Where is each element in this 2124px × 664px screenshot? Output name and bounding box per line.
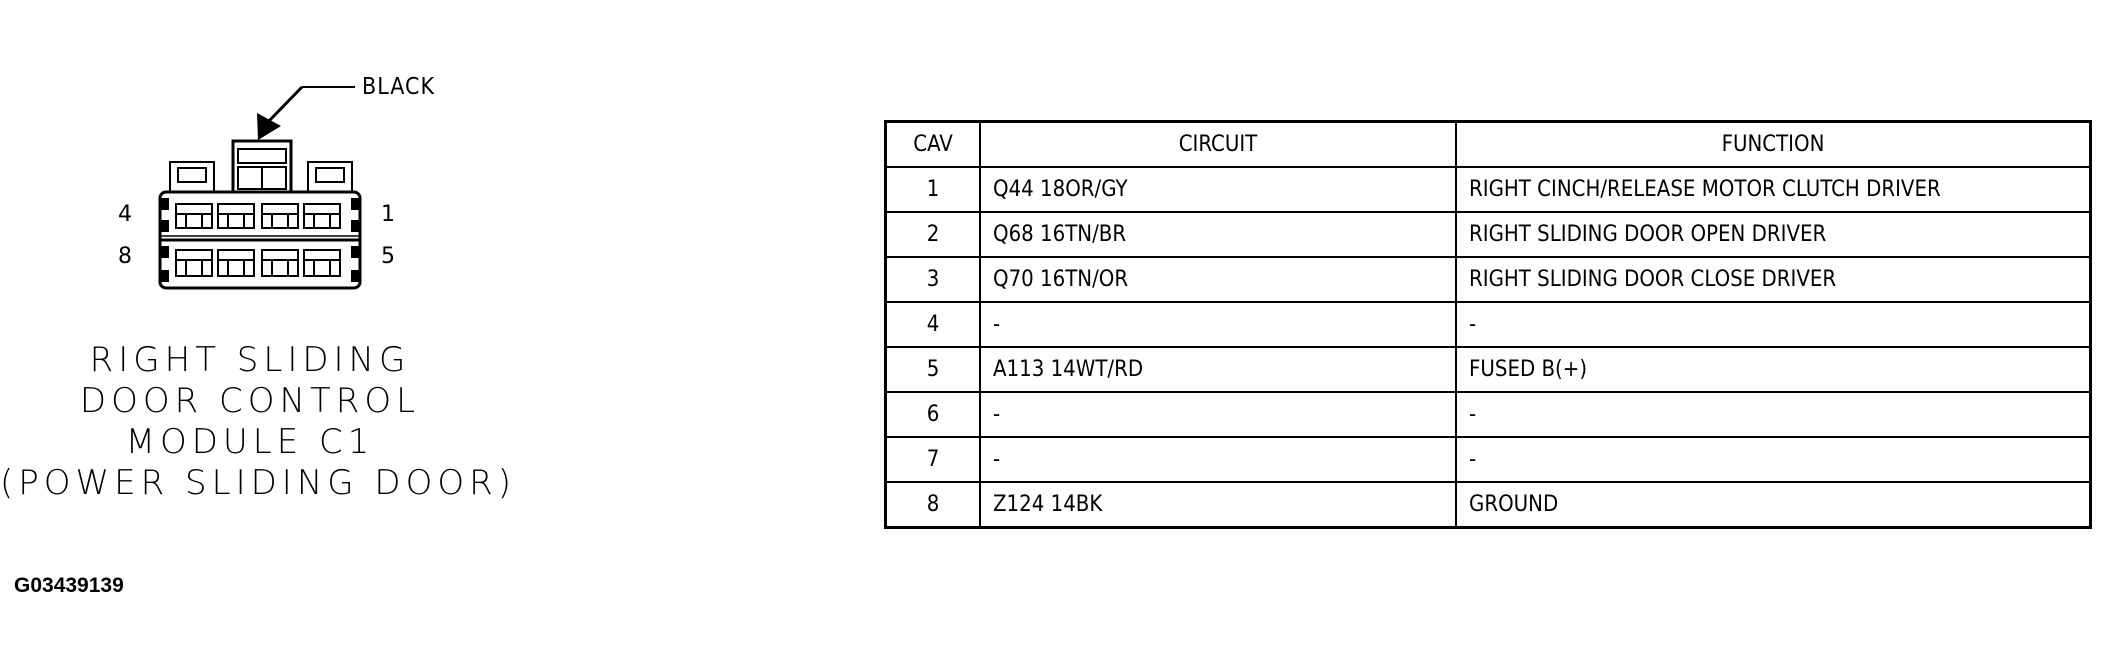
table-row: 1 Q44 18OR/GY RIGHT CINCH/RELEASE MOTOR … — [884, 166, 2092, 213]
cell-circuit: A113 14WT/RD — [979, 346, 1457, 393]
connector-diagram: BLACK 4 8 1 5 — [0, 0, 560, 560]
connector-body — [158, 139, 362, 290]
cell-circuit: Q68 16TN/BR — [979, 211, 1457, 258]
caption-line: (POWER SLIDING DOOR) — [0, 463, 517, 503]
caption-line: RIGHT SLIDING — [89, 340, 411, 380]
caption-line: DOOR CONTROL — [79, 381, 421, 421]
header-cav: CAV — [884, 120, 981, 168]
callout-arrow — [257, 85, 355, 140]
cell-function: RIGHT SLIDING DOOR CLOSE DRIVER — [1455, 256, 2092, 303]
pinout-table: CAV CIRCUIT FUNCTION 1 Q44 18OR/GY RIGHT… — [884, 120, 2092, 529]
table-row: 7 - - — [884, 436, 2092, 483]
cell-circuit: Z124 14BK — [979, 481, 1457, 529]
cell-function: GROUND — [1455, 481, 2092, 529]
cell-function: RIGHT CINCH/RELEASE MOTOR CLUTCH DRIVER — [1455, 166, 2092, 213]
connector-drawing — [158, 85, 362, 290]
table-row: 6 - - — [884, 391, 2092, 438]
cell-cav: 7 — [884, 436, 981, 483]
caption-line: MODULE C1 — [125, 422, 375, 462]
cell-cav: 4 — [884, 301, 981, 348]
cell-function: - — [1455, 301, 2092, 348]
cell-cav: 2 — [884, 211, 981, 258]
cell-circuit: Q70 16TN/OR — [979, 256, 1457, 303]
cell-cav: 1 — [884, 166, 981, 213]
pin-label-4: 4 — [118, 202, 132, 227]
cell-function: - — [1455, 391, 2092, 438]
connector-color-label: BLACK — [362, 74, 436, 100]
table-row: 5 A113 14WT/RD FUSED B(+) — [884, 346, 2092, 393]
table-header-row: CAV CIRCUIT FUNCTION — [884, 120, 2092, 168]
cell-circuit: - — [979, 301, 1457, 348]
cell-circuit: Q44 18OR/GY — [979, 166, 1457, 213]
cell-function: FUSED B(+) — [1455, 346, 2092, 393]
cell-circuit: - — [979, 391, 1457, 438]
cell-function: RIGHT SLIDING DOOR OPEN DRIVER — [1455, 211, 2092, 258]
cavity-row-bottom — [175, 249, 341, 277]
header-function: FUNCTION — [1455, 120, 2092, 168]
cell-cav: 8 — [884, 481, 981, 529]
cell-cav: 3 — [884, 256, 981, 303]
header-circuit: CIRCUIT — [979, 120, 1457, 168]
module-caption: RIGHT SLIDING DOOR CONTROL MODULE C1 (PO… — [0, 340, 517, 504]
cavity-row-top — [175, 203, 341, 229]
figure-id: G03439139 — [14, 574, 124, 597]
pin-label-8: 8 — [118, 244, 132, 269]
connector-edge-marks — [160, 198, 360, 282]
cell-cav: 6 — [884, 391, 981, 438]
table-row: 4 - - — [884, 301, 2092, 348]
table-row: 2 Q68 16TN/BR RIGHT SLIDING DOOR OPEN DR… — [884, 211, 2092, 258]
pin-label-1: 1 — [381, 202, 395, 227]
cell-circuit: - — [979, 436, 1457, 483]
cell-function: - — [1455, 436, 2092, 483]
table-row: 8 Z124 14BK GROUND — [884, 481, 2092, 529]
table-row: 3 Q70 16TN/OR RIGHT SLIDING DOOR CLOSE D… — [884, 256, 2092, 303]
cell-cav: 5 — [884, 346, 981, 393]
pin-label-5: 5 — [381, 244, 395, 269]
